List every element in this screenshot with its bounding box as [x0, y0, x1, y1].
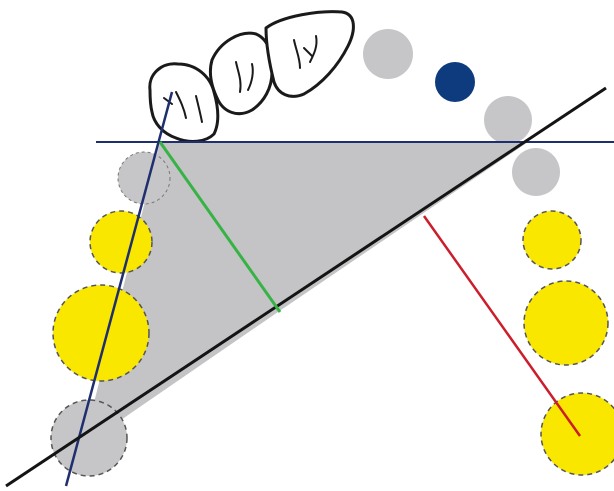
gray-circle-right-middle: [484, 96, 532, 144]
lateral-tooth-outline: [210, 33, 272, 113]
gray-circle-bottom-left: [51, 400, 127, 476]
canine-tooth-outline: [266, 12, 353, 97]
yellow-circle-left-upper: [90, 211, 152, 273]
incisor-tooth-outline: [150, 64, 218, 142]
dark-blue-circle: [435, 62, 475, 102]
yellow-circle-right-upper: [523, 211, 581, 269]
gray-circle-right-lower: [512, 148, 560, 196]
yellow-circle-left-large: [53, 285, 149, 381]
gray-circle-upper-right: [363, 29, 413, 79]
yellow-circle-right-middle: [524, 281, 608, 365]
